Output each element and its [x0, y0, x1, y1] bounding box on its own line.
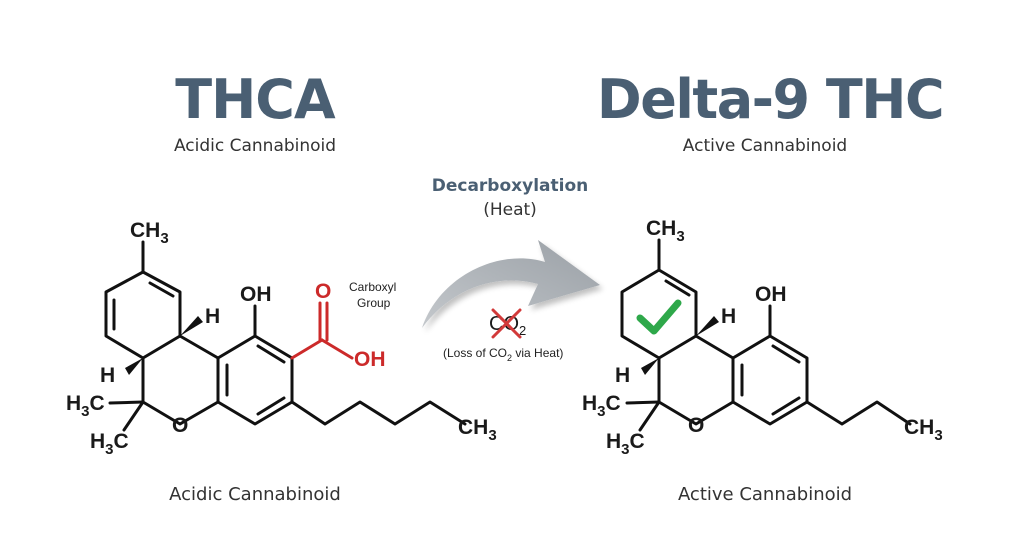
thca-title: THCA [175, 68, 335, 131]
thca-ring-b [141, 334, 220, 426]
thc-ring-b [657, 334, 735, 426]
thc-ch3-top: CH3 [646, 217, 685, 245]
thc-h3c-1: H3C [582, 392, 621, 420]
thca-h-bridge: H [205, 305, 220, 328]
thca-structure [104, 240, 467, 432]
thca-h3c-1: H3C [66, 392, 105, 420]
thca-ring-c [216, 334, 294, 426]
co2-cross-icon [491, 308, 522, 339]
thc-structure [620, 238, 912, 432]
check-icon [636, 299, 682, 335]
thc-stereo-wedge-2 [641, 358, 659, 375]
thc-h-left: H [615, 364, 630, 387]
thc-subtitle: Active Cannabinoid [682, 136, 848, 156]
thc-methyl-bond-2 [638, 400, 661, 432]
thca-cooh-oh: OH [354, 348, 386, 371]
thca-ring-c-double-bond-3 [256, 396, 286, 416]
process-name: Decarboxylation [431, 176, 589, 196]
thc-caption: Active Cannabinoid [677, 484, 853, 505]
thca-ch3-chain: CH3 [458, 416, 497, 444]
thca-carboxyl-group [290, 301, 354, 360]
carboxyl-label-line1: Carboxyl [349, 280, 396, 294]
thca-o-ring: O [172, 414, 188, 437]
thc-ring-c [731, 334, 809, 426]
carboxyl-label-line2: Group [357, 296, 391, 310]
thca-subtitle: Acidic Cannabinoid [173, 136, 337, 156]
thc-ring-a [620, 268, 698, 360]
thca-ring-c-double-bond-2 [256, 344, 286, 364]
co2-loss-note: (Loss of CO2 via Heat) [443, 346, 563, 363]
thca-methyl-bond-2 [122, 400, 145, 432]
thc-h-bridge: H [721, 305, 736, 328]
thca-cooh-o: O [315, 280, 331, 303]
reaction-arrow [422, 240, 600, 328]
thc-ring-c-double-bond-3 [771, 396, 801, 416]
thc-o-ring: O [688, 414, 704, 437]
thca-stereo-wedge-2 [125, 358, 143, 375]
thca-ring-a [104, 270, 182, 360]
thc-ring-a-double-bond [664, 279, 691, 297]
process-condition: (Heat) [483, 200, 537, 220]
thca-methyl-bond-1 [108, 400, 145, 405]
thc-h3c-2: H3C [606, 430, 645, 458]
thca-caption: Acidic Cannabinoid [169, 484, 341, 505]
thc-propyl-chain [805, 400, 912, 426]
thc-title: Delta-9 THC [596, 68, 945, 131]
thca-pentyl-chain [290, 400, 467, 426]
thca-stereo-wedge-1 [180, 316, 203, 336]
thca-oh-label: OH [240, 283, 272, 306]
thca-ch3-top: CH3 [130, 219, 169, 247]
thca-ring-a-double-bond-2 [148, 281, 175, 298]
thc-stereo-wedge-1 [696, 316, 719, 336]
thc-ring-c-double-bond-2 [771, 344, 801, 364]
thc-ch3-chain: CH3 [904, 416, 943, 444]
thc-oh-label: OH [755, 283, 787, 306]
thca-h-left: H [100, 364, 115, 387]
thca-h3c-2: H3C [90, 430, 129, 458]
thc-methyl-bond-1 [625, 400, 661, 405]
